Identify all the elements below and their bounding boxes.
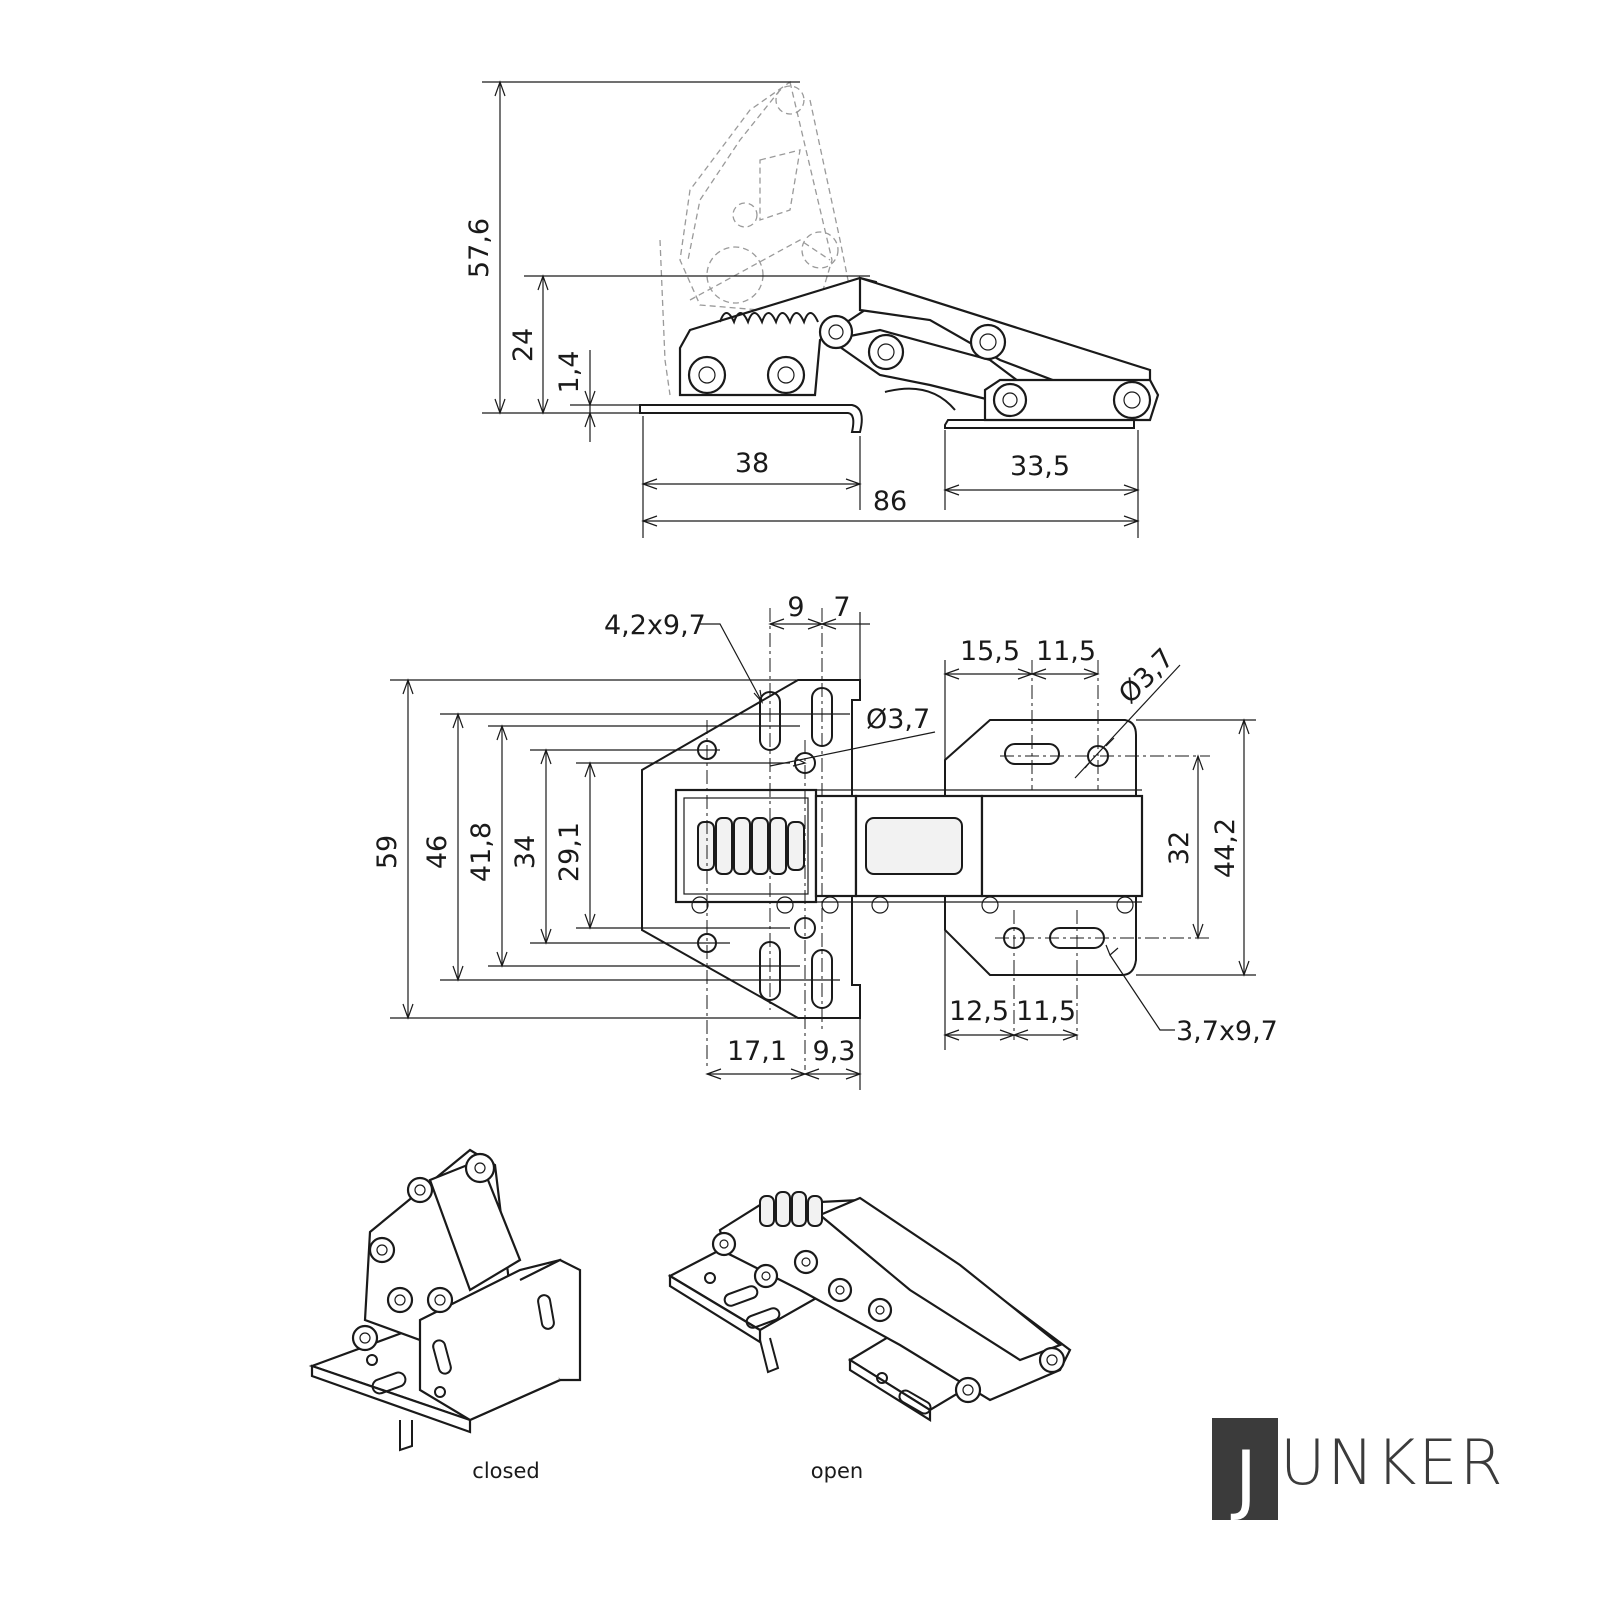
right-bracket — [983, 378, 1160, 422]
logo-square — [1212, 1418, 1278, 1520]
spring-coils — [719, 312, 819, 325]
dim-slot-3-7x9-7: 3,7x9,7 — [1176, 1016, 1278, 1047]
hinge-closed-illustration — [308, 1148, 582, 1452]
center-knuckle — [814, 794, 858, 898]
piston — [865, 817, 963, 875]
dim-slot-4-2x9-7: 4,2x9,7 — [604, 610, 706, 641]
logo-wordmark: UNKER — [1280, 1426, 1505, 1499]
plan-left-dimensions — [390, 678, 860, 1020]
plan-centerlines — [706, 608, 1210, 1070]
left-mounting-plate — [641, 679, 861, 1019]
open-spring — [759, 1191, 823, 1227]
hinge-open-illustration — [667, 1191, 1072, 1422]
dim-46: 46 — [422, 835, 453, 869]
dim-24: 24 — [508, 328, 539, 362]
junker-logo: J UNKER — [1212, 1418, 1505, 1523]
dim-hole-3-7-left: Ø3,7 — [866, 704, 930, 735]
side-view: 57,6 24 1,4 38 33,5 86 — [464, 80, 1160, 538]
dim-44-2: 44,2 — [1210, 818, 1241, 878]
dim-38: 38 — [735, 448, 769, 479]
plan-right-dimensions — [943, 660, 1256, 1050]
open-position-ghost — [659, 80, 851, 396]
dim-15-5: 15,5 — [960, 636, 1020, 667]
dim-9-3: 9,3 — [813, 1036, 856, 1067]
arm-cover — [980, 794, 1144, 898]
left-base-plate — [639, 404, 863, 433]
dim-17-1: 17,1 — [727, 1036, 787, 1067]
dim-34: 34 — [510, 835, 541, 869]
plan-bottom-dimensions — [705, 1018, 862, 1090]
dim-1-4: 1,4 — [554, 351, 585, 394]
side-dimensions — [482, 80, 1140, 538]
dim-29-1: 29,1 — [554, 822, 585, 882]
logo-letter-j: J — [1231, 1434, 1257, 1523]
dim-59: 59 — [372, 835, 403, 869]
dim-86: 86 — [873, 486, 907, 517]
dim-32: 32 — [1164, 831, 1195, 865]
plan-view: 59 46 41,8 34 29,1 4,2x9,7 9 7 Ø3,7 17,1… — [372, 592, 1278, 1090]
plan-top-dimensions — [700, 612, 936, 767]
dim-41-8: 41,8 — [466, 822, 497, 882]
caption-open: open — [811, 1459, 863, 1483]
dim-9: 9 — [787, 592, 804, 623]
dim-57-6: 57,6 — [464, 218, 495, 278]
dim-11-5-bottom: 11,5 — [1016, 996, 1076, 1027]
right-mounting-plate — [944, 719, 1137, 976]
right-base-plate — [944, 419, 1135, 429]
dim-7: 7 — [833, 592, 850, 623]
dim-33-5: 33,5 — [1010, 451, 1070, 482]
dim-11-5-top: 11,5 — [1036, 636, 1096, 667]
dim-12-5: 12,5 — [949, 996, 1009, 1027]
plan-spring — [697, 817, 805, 875]
caption-closed: closed — [472, 1459, 539, 1483]
